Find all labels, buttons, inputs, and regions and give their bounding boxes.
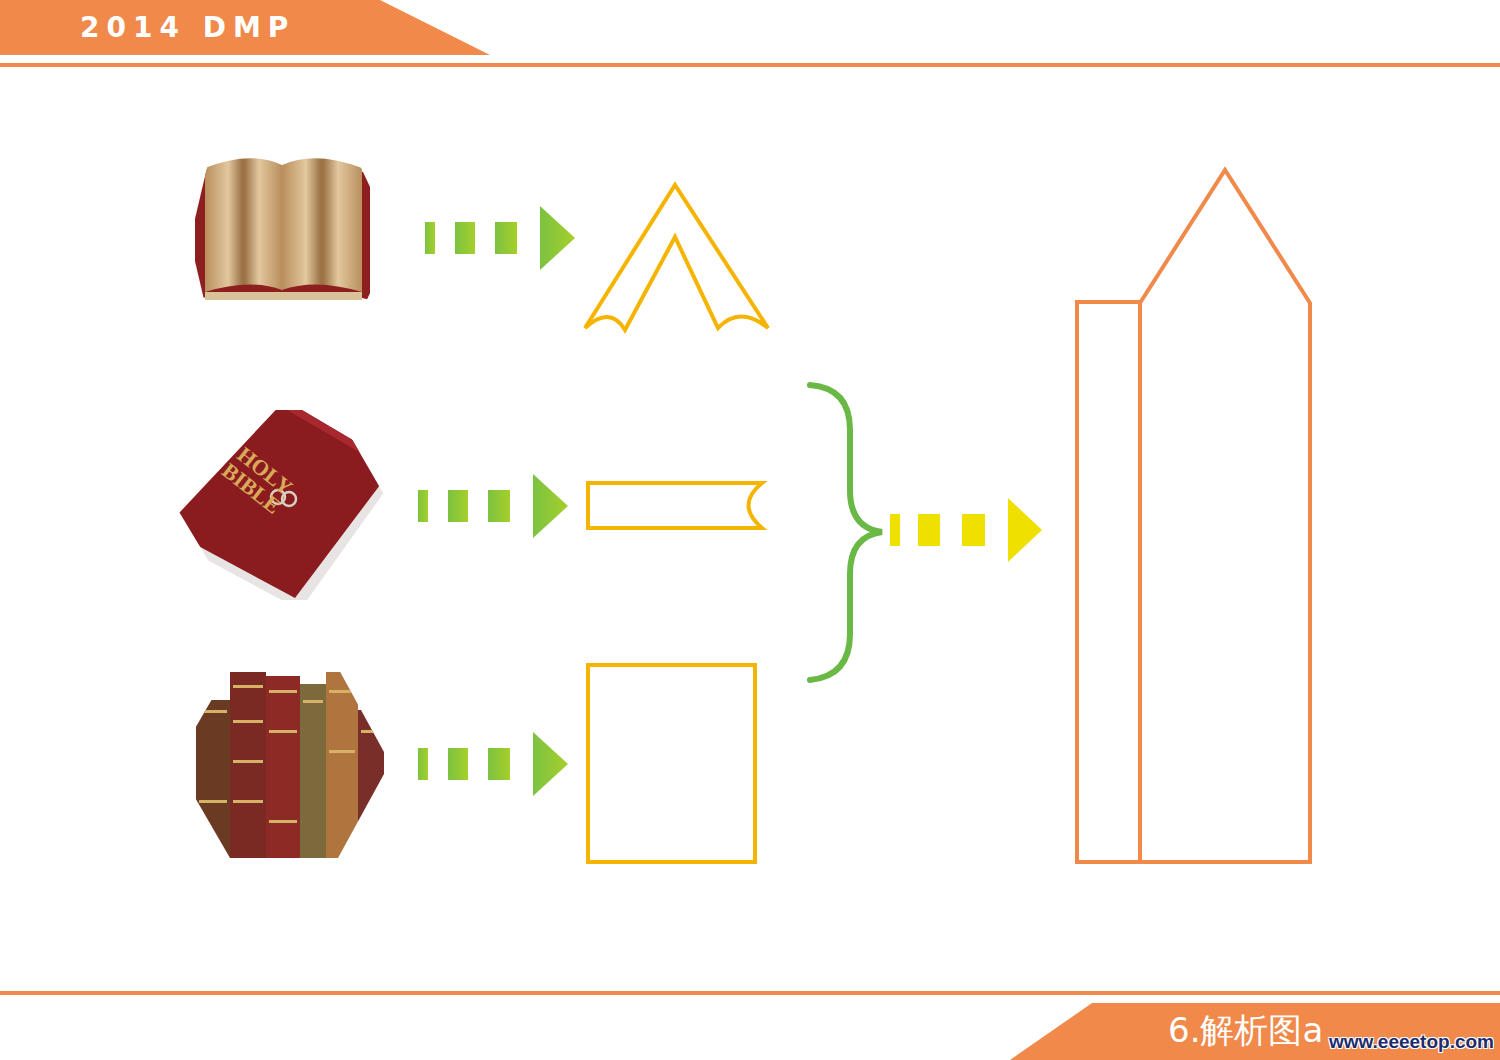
dashed-arrow (425, 206, 575, 270)
antique-books-photo (170, 660, 395, 865)
bookmark-band (588, 483, 762, 528)
page-caption-text: 6.解析图a (1168, 1008, 1323, 1052)
watermark: www.eeeetop.com (1329, 1030, 1494, 1054)
footer-rule (0, 991, 1500, 995)
header-title-text: 2014 DMP (80, 10, 295, 46)
header-tab (0, 0, 490, 55)
bible-photo (165, 400, 400, 610)
block-square (588, 665, 755, 862)
curly-brace (810, 385, 882, 680)
roof-chevron (585, 185, 768, 330)
dashed-arrow (418, 474, 568, 538)
header-title: 2014 DMP (80, 10, 295, 46)
header-rule (0, 63, 1500, 67)
page-caption: 6.解析图a (1168, 1008, 1323, 1052)
open-book-photo (185, 150, 400, 330)
dashed-arrow (418, 732, 568, 796)
building-outline (1077, 170, 1310, 862)
dashed-arrow (890, 498, 1042, 562)
footer-tab (1010, 1003, 1500, 1060)
